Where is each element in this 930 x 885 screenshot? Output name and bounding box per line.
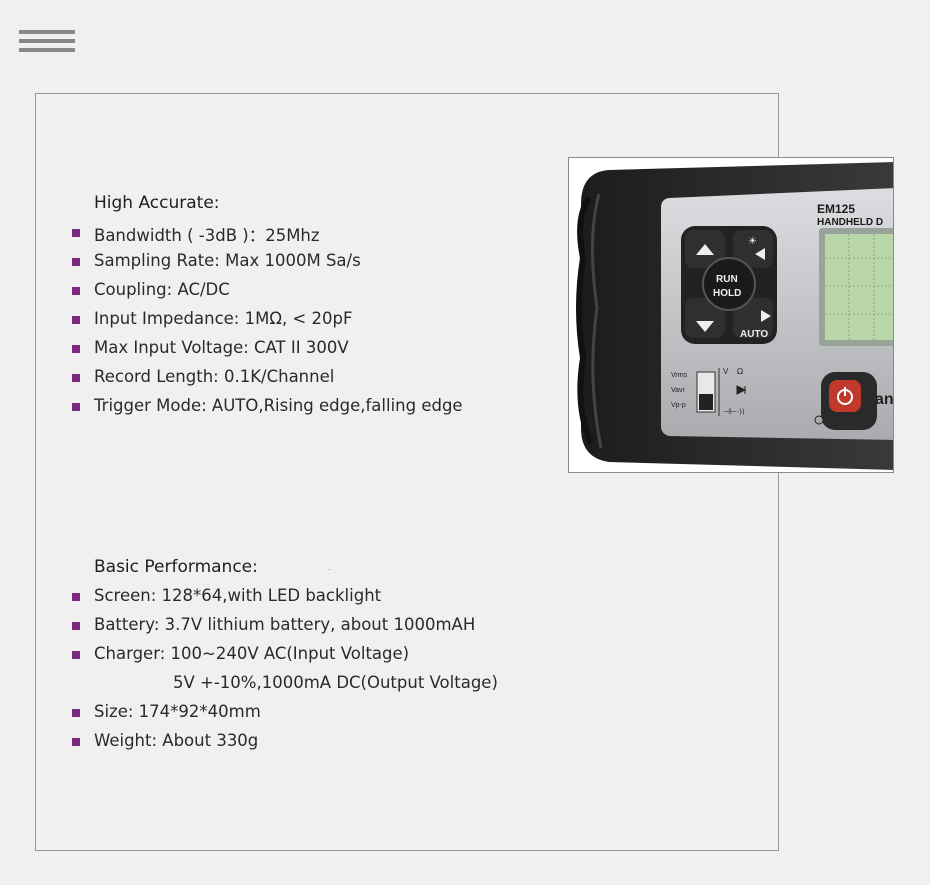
device-subtitle: HANDHELD D [817,217,883,228]
brand-logo-fragment: an [875,391,894,408]
menu-bar [19,30,75,34]
square-bullet-icon [72,593,80,601]
mode-vavr: Vavr [671,387,686,394]
square-bullet-icon [72,403,80,411]
square-bullet-icon [72,738,80,746]
lcd-screen [825,234,893,340]
square-bullet-icon [72,316,80,324]
mode-ohm: Ω [737,367,743,376]
oscilloscope-illustration: EM125 HANDHELD D ☀ AUTO RUN HOLD [576,162,894,470]
square-bullet-icon [72,258,80,266]
mode-vpp: Vp-p [671,402,686,409]
backlight-icon: ☀ [748,236,757,247]
device-model: EM125 [817,202,855,216]
square-bullet-icon [72,345,80,353]
capacitor-icon: ⊣⊢ [723,407,737,416]
section-title-accurate: High Accurate: [94,193,220,213]
square-bullet-icon [72,229,80,237]
hold-label: HOLD [713,288,741,299]
square-bullet-icon [72,622,80,630]
auto-button[interactable] [733,298,773,338]
arrow-down-icon [696,321,714,332]
run-hold-button[interactable] [702,257,756,311]
mode-vrms: Vrms [671,372,688,379]
mode-switch-slider[interactable] [699,394,713,410]
arrow-left-icon [755,248,765,260]
square-bullet-icon [72,287,80,295]
down-button[interactable] [685,298,725,338]
square-bullet-icon [72,651,80,659]
buzzer-icon: ·)) [737,408,745,416]
square-bullet-icon [72,709,80,717]
auto-label: AUTO [740,329,768,340]
menu-bar [19,39,75,43]
diode-icon [736,385,747,395]
square-bullet-icon [72,374,80,382]
hamburger-menu-icon[interactable] [19,30,75,52]
menu-bar [19,48,75,52]
mode-v: V [723,367,729,376]
arrow-up-icon [696,244,714,255]
arrow-right-icon [761,310,771,322]
stray-dot [329,569,330,570]
run-label: RUN [716,274,738,285]
product-photo: EM125 HANDHELD D ☀ AUTO RUN HOLD [568,157,894,473]
section-title-performance: Basic Performance: [94,557,258,577]
